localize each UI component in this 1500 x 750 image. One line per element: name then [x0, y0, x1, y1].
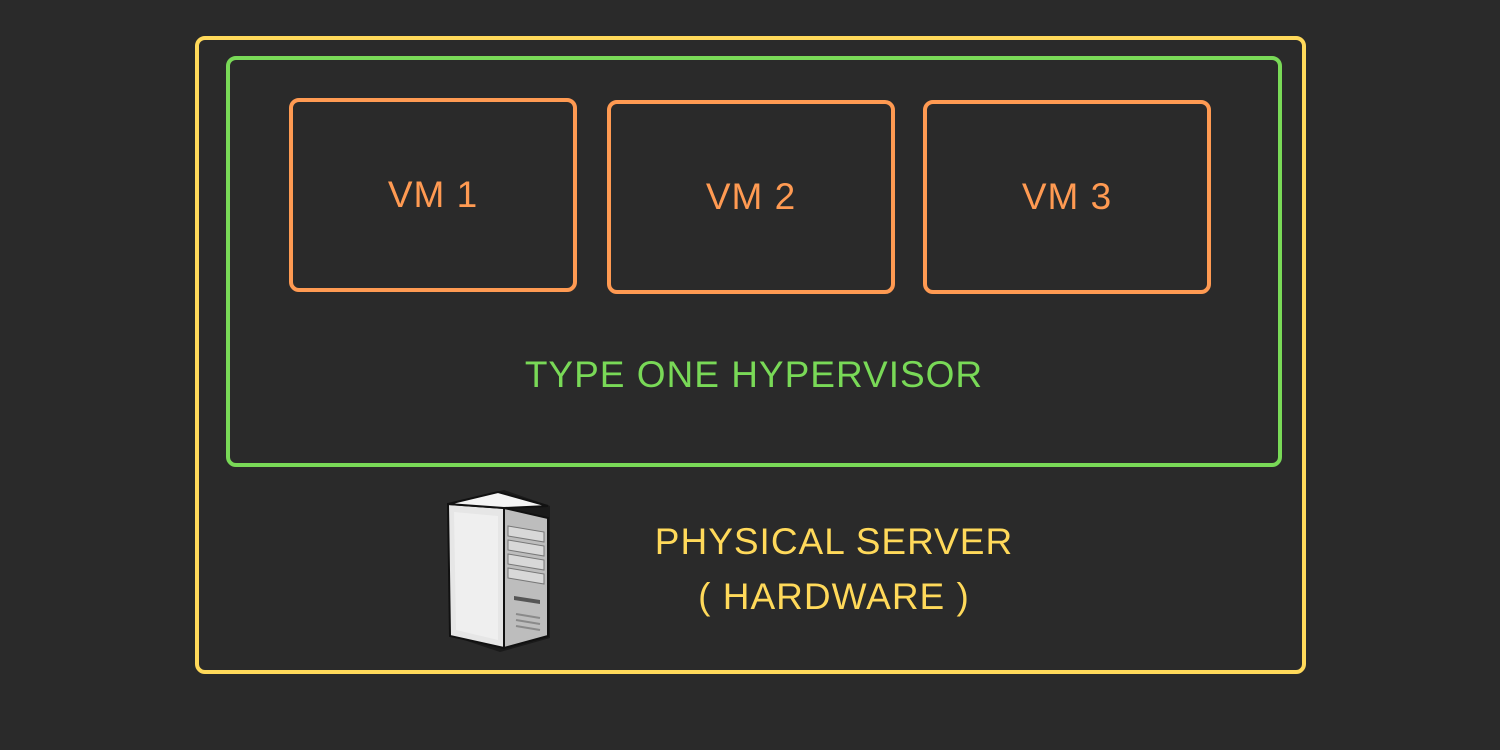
vm-2-label: VM 2 [705, 176, 797, 217]
vm-1-box: VM 1 [289, 98, 577, 292]
server-tower-icon [446, 490, 550, 652]
physical-server-label: PHYSICAL SERVER ( HARDWARE ) [600, 514, 1068, 624]
vm-3-box: VM 3 [923, 100, 1211, 294]
physical-server-subtitle: ( HARDWARE ) [698, 576, 970, 617]
vm-1-label: VM 1 [387, 174, 479, 215]
physical-server-box [195, 36, 1306, 674]
vm-3-label: VM 3 [1021, 176, 1113, 217]
hypervisor-label: TYPE ONE HYPERVISOR [524, 354, 984, 395]
hypervisor-box [226, 56, 1282, 467]
physical-server-title: PHYSICAL SERVER [654, 521, 1014, 562]
vm-2-box: VM 2 [607, 100, 895, 294]
